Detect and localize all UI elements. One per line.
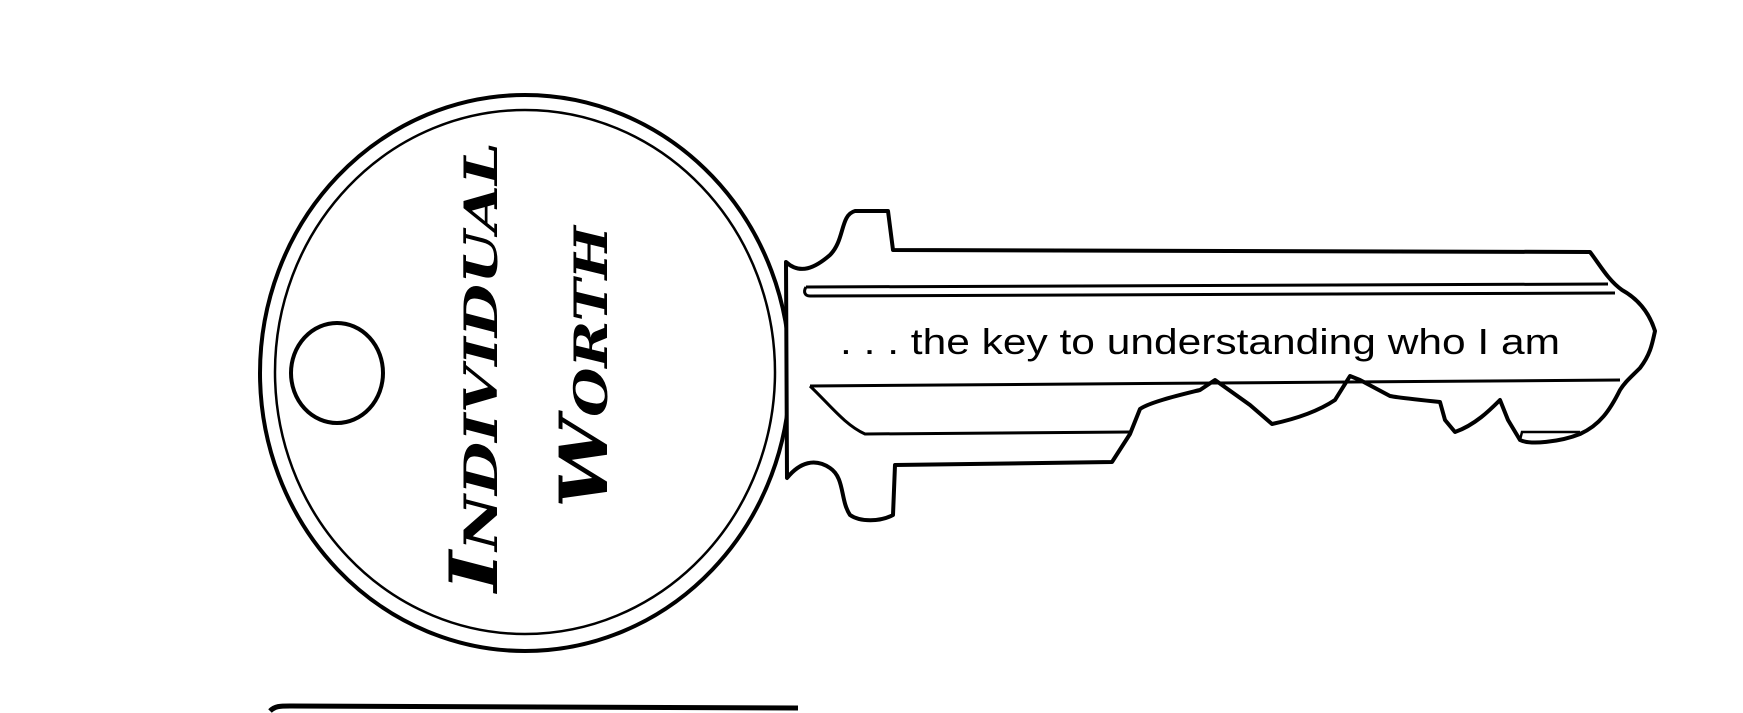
key-bow-outer-ring	[258, 93, 792, 653]
key-tooth-notch	[1518, 430, 1580, 441]
key-groove-lower	[808, 384, 1131, 436]
key-bow-title-line1: Individual	[435, 142, 513, 595]
key-blade-outline	[784, 209, 1657, 523]
key-groove-top	[805, 282, 1616, 298]
key-bow-title-line2: Worth	[545, 224, 623, 508]
bottom-rule	[268, 703, 799, 713]
key-groove-top-end	[803, 286, 811, 298]
key-groove-bottom	[809, 378, 1621, 388]
keyring-hole-icon	[289, 321, 385, 425]
key-tagline: . . . the key to understanding who I am	[840, 321, 1560, 362]
key-bow-inner-ring	[273, 108, 777, 636]
